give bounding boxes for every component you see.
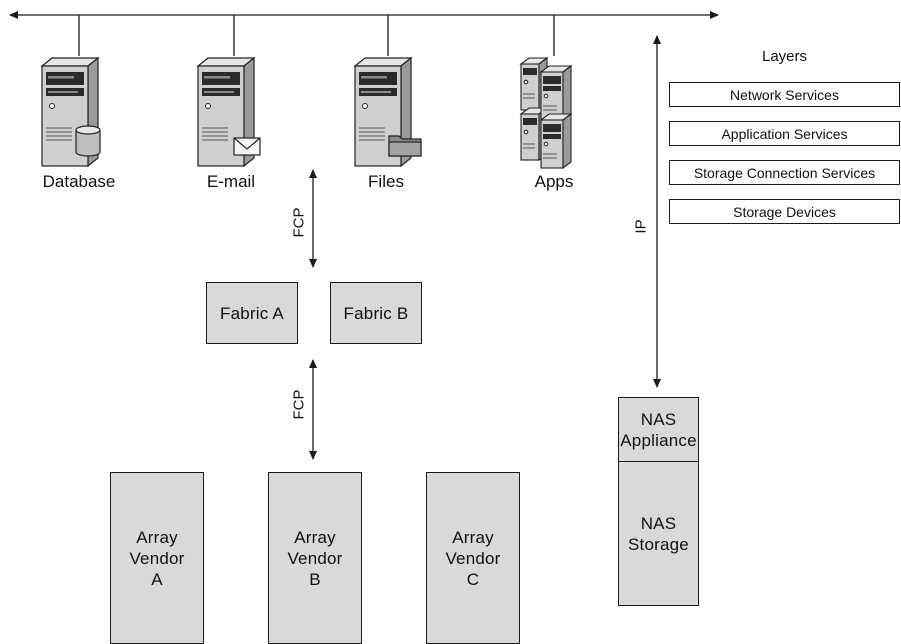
file-server-icon <box>353 56 422 168</box>
server-label-files: Files <box>368 172 404 191</box>
array-vendor-c: Array Vendor C <box>426 472 520 644</box>
database-server-icon <box>40 56 101 168</box>
layer-application-services: Application Services <box>669 121 900 146</box>
email-server-icon <box>196 56 261 168</box>
nas-appliance-box: NAS Appliance <box>618 397 699 463</box>
server-label-apps: Apps <box>534 172 574 191</box>
fcp-bottom-label: FCP <box>290 389 308 420</box>
server-label-email: E-mail <box>206 172 256 191</box>
layer-storage-devices: Storage Devices <box>669 199 900 224</box>
layer-storage-connection-services: Storage Connection Services <box>669 160 900 185</box>
layers-title: Layers <box>761 48 808 65</box>
layer-network-services: Network Services <box>669 82 900 107</box>
array-vendor-b: Array Vendor B <box>268 472 362 644</box>
array-vendor-a: Array Vendor A <box>110 472 204 644</box>
fabric-b-box: Fabric B <box>330 282 422 344</box>
fcp-top-label: FCP <box>290 207 308 238</box>
app-servers-icon <box>519 56 573 170</box>
server-label-database: Database <box>42 172 116 191</box>
ip-label: IP <box>632 219 650 234</box>
fabric-a-box: Fabric A <box>206 282 298 344</box>
nas-storage-box: NAS Storage <box>618 461 699 606</box>
